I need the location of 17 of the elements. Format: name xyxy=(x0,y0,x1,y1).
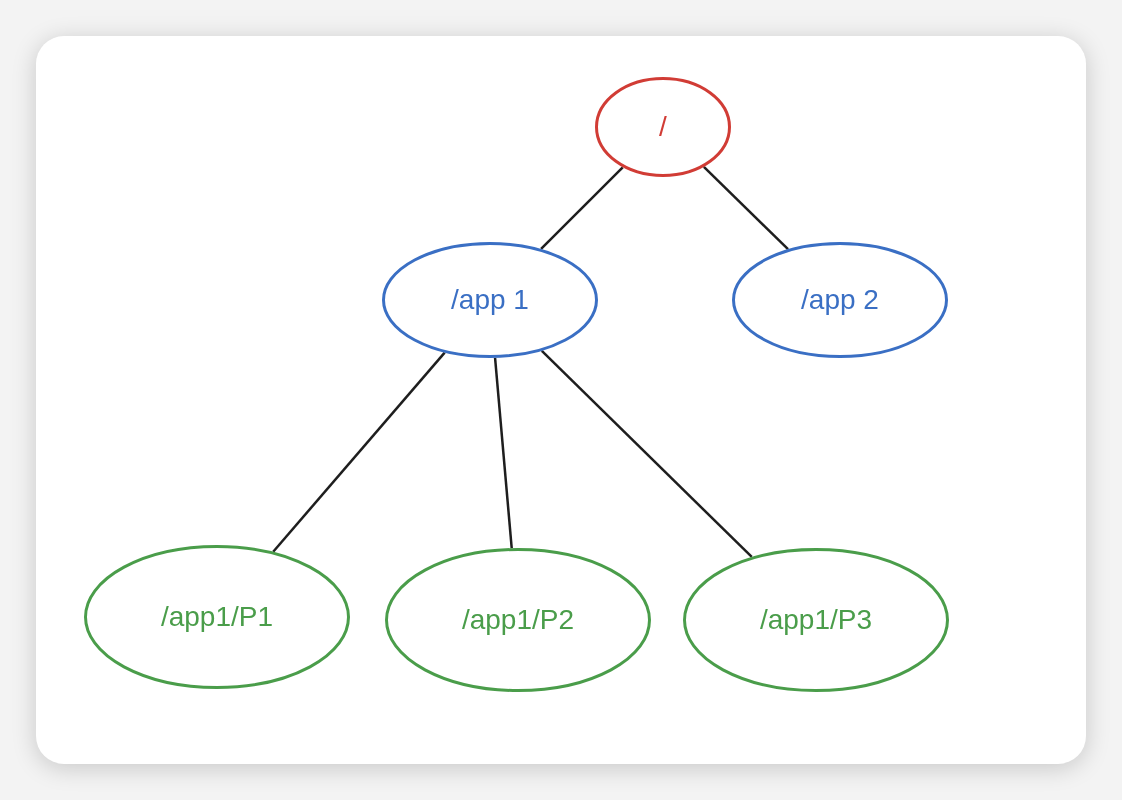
node-label: /app 1 xyxy=(451,283,529,317)
node-label: /app1/P1 xyxy=(160,600,274,634)
node-label: /app1/P2 xyxy=(461,603,575,637)
node-label: /app1/P3 xyxy=(759,603,873,637)
ellipse-node xyxy=(382,242,598,358)
connector-line xyxy=(272,351,446,553)
node-label: / xyxy=(659,110,667,144)
ellipse-node xyxy=(84,545,350,689)
ellipse-node xyxy=(732,242,948,358)
ellipse-node xyxy=(595,77,731,177)
connector-line xyxy=(703,166,789,251)
ellipse-node xyxy=(385,548,651,692)
ellipse-node xyxy=(683,548,949,692)
connector-line xyxy=(540,350,753,558)
connector-line xyxy=(540,166,624,250)
node-label: /app 2 xyxy=(801,283,879,317)
connector-line xyxy=(493,357,513,549)
